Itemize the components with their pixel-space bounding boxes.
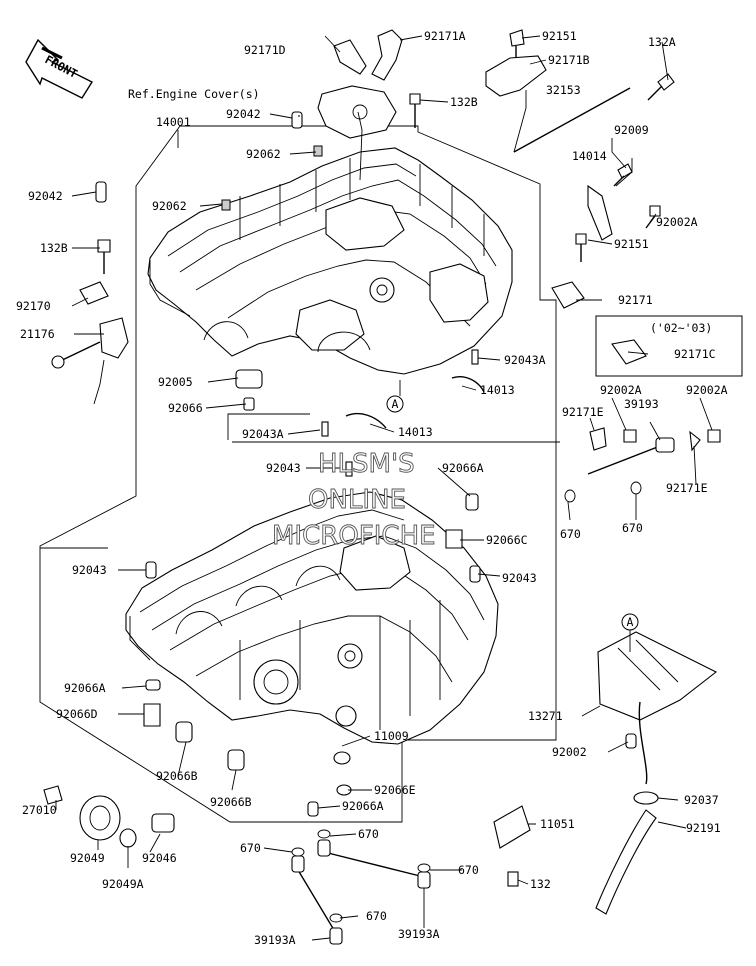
part-label: 92066E bbox=[374, 783, 416, 797]
part-label: 32153 bbox=[546, 83, 581, 97]
svg-text:ONLINE: ONLINE bbox=[308, 485, 406, 515]
marker-a-upper: A bbox=[386, 395, 404, 413]
small-hardware bbox=[43, 73, 721, 945]
leader-lines bbox=[55, 35, 713, 941]
part-label: 92046 bbox=[142, 851, 177, 865]
part-label: 92151 bbox=[614, 237, 649, 251]
part-label: 92171C bbox=[674, 347, 716, 361]
part-label: 92037 bbox=[684, 793, 719, 807]
part-label: 670 bbox=[622, 521, 643, 535]
part-label: 670 bbox=[240, 841, 261, 855]
part-label: 14013 bbox=[480, 383, 515, 397]
part-label: 92171E bbox=[562, 405, 604, 419]
part-label: 92171B bbox=[548, 53, 590, 67]
part-label: 92002A bbox=[600, 383, 642, 397]
part-label: 92043A bbox=[242, 427, 284, 441]
part-label: 92042 bbox=[28, 189, 63, 203]
part-label: 92066B bbox=[210, 795, 252, 809]
part-label: 132 bbox=[530, 877, 551, 891]
part-label: 132A bbox=[648, 35, 676, 49]
part-label: 21176 bbox=[20, 327, 55, 341]
part-label: 670 bbox=[366, 909, 387, 923]
part-label: 92049A bbox=[102, 877, 144, 891]
part-label: 670 bbox=[560, 527, 581, 541]
part-label: 92066A bbox=[442, 461, 484, 475]
front-arrow: FRONT bbox=[25, 38, 94, 99]
year-box-label: ('02~'03) bbox=[650, 321, 712, 335]
lower-crankcase bbox=[125, 491, 499, 745]
part-label: 92066B bbox=[156, 769, 198, 783]
part-label: 92171E bbox=[666, 481, 708, 495]
svg-text:A: A bbox=[627, 615, 634, 629]
part-label: 92062 bbox=[246, 147, 281, 161]
part-labels: 92171D 92171A 92151 92171B 132A 132B 920… bbox=[16, 29, 728, 947]
part-label: 92002A bbox=[686, 383, 728, 397]
part-label: 132B bbox=[40, 241, 68, 255]
part-label: 92062 bbox=[152, 199, 187, 213]
part-label: 92066A bbox=[64, 681, 106, 695]
part-label: 14014 bbox=[572, 149, 607, 163]
part-label: 27010 bbox=[22, 803, 57, 817]
top-brackets bbox=[317, 29, 547, 139]
part-label: 92151 bbox=[542, 29, 577, 43]
part-label: 92005 bbox=[158, 375, 193, 389]
part-label: 92171D bbox=[244, 43, 286, 57]
part-label: 92042 bbox=[226, 107, 261, 121]
part-label: 39193A bbox=[254, 933, 296, 947]
part-label: 92171 bbox=[618, 293, 653, 307]
ref-note: Ref.Engine Cover(s) bbox=[128, 87, 260, 101]
part-label: 132B bbox=[450, 95, 478, 109]
part-label: 11051 bbox=[540, 817, 575, 831]
part-label: 92002 bbox=[552, 745, 587, 759]
part-label: 39193A bbox=[398, 927, 440, 941]
watermark: HLSM'S ONLINE MICROFICHE bbox=[272, 449, 436, 552]
part-label: 39193 bbox=[624, 397, 659, 411]
part-label: 92171A bbox=[424, 29, 466, 43]
part-label: 92009 bbox=[614, 123, 649, 137]
upper-crankcase bbox=[147, 147, 513, 375]
svg-text:HLSM'S: HLSM'S bbox=[318, 449, 415, 479]
part-label: 92066D bbox=[56, 707, 98, 721]
year-box: ('02~'03) bbox=[595, 315, 743, 377]
part-label: 92002A bbox=[656, 215, 698, 229]
part-label: 14001 bbox=[156, 115, 191, 129]
svg-text:MICROFICHE: MICROFICHE bbox=[272, 521, 436, 551]
part-label: 670 bbox=[358, 827, 379, 841]
part-label: 92043 bbox=[266, 461, 301, 475]
marker-a-lower: A bbox=[621, 613, 639, 631]
part-label: 92066 bbox=[168, 401, 203, 415]
part-label: 92066A bbox=[342, 799, 384, 813]
part-label: 92043 bbox=[72, 563, 107, 577]
part-label: 11009 bbox=[374, 729, 409, 743]
part-label: 670 bbox=[458, 863, 479, 877]
part-label: 13271 bbox=[528, 709, 563, 723]
part-label: 92049 bbox=[70, 851, 105, 865]
part-label: 14013 bbox=[398, 425, 433, 439]
svg-text:A: A bbox=[392, 397, 399, 411]
part-label: 92191 bbox=[686, 821, 721, 835]
part-label: 92066C bbox=[486, 533, 528, 547]
part-label: 92170 bbox=[16, 299, 51, 313]
part-label: 92043A bbox=[504, 353, 546, 367]
part-label: 92043 bbox=[502, 571, 537, 585]
